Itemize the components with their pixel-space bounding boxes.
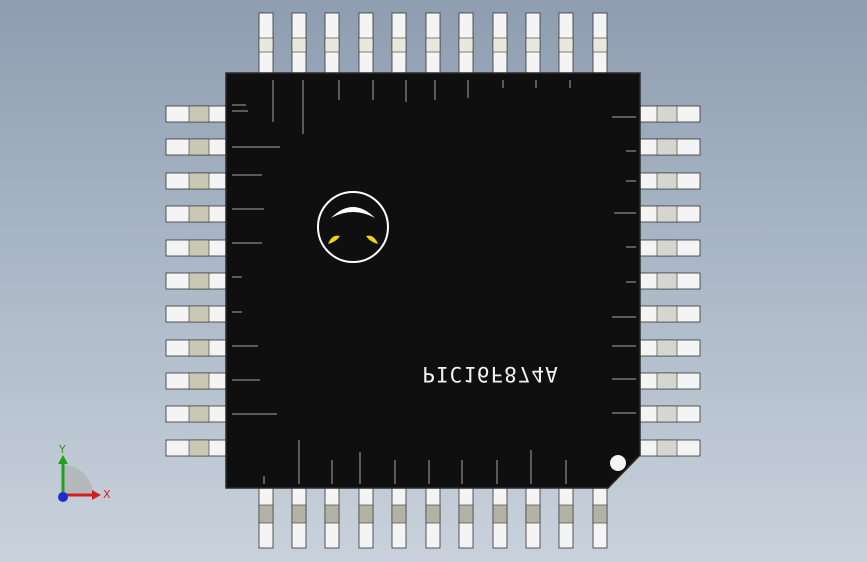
pin <box>358 487 374 549</box>
pin <box>425 487 441 549</box>
body-pin-marks <box>232 80 636 484</box>
pin <box>358 12 374 74</box>
bottom-pins <box>258 487 608 549</box>
pin <box>165 405 227 423</box>
pin1-marker <box>610 455 626 471</box>
pin <box>165 205 227 223</box>
y-axis-arrowhead <box>58 455 68 464</box>
pin <box>324 12 340 74</box>
pin <box>258 12 274 74</box>
pin <box>165 305 227 323</box>
pin <box>492 12 508 74</box>
microchip-logo <box>317 191 389 263</box>
pin <box>592 487 608 549</box>
pin <box>165 172 227 190</box>
pin <box>639 405 701 423</box>
x-axis-label: X <box>103 488 111 501</box>
pin <box>639 172 701 190</box>
pin <box>324 487 340 549</box>
pin <box>165 138 227 156</box>
pin <box>165 339 227 357</box>
pin <box>639 205 701 223</box>
pin <box>639 105 701 123</box>
pin <box>425 12 441 74</box>
y-axis-label: Y <box>58 443 66 456</box>
pin <box>639 439 701 457</box>
pin <box>258 487 274 549</box>
pin <box>391 12 407 74</box>
pin <box>492 487 508 549</box>
pin <box>291 487 307 549</box>
pin <box>291 12 307 74</box>
x-axis-arrowhead <box>92 490 101 500</box>
triad-plane <box>63 465 93 495</box>
top-pins <box>258 12 608 74</box>
pin <box>592 12 608 74</box>
pin <box>558 12 574 74</box>
left-pins <box>165 105 227 457</box>
pin <box>525 487 541 549</box>
pin <box>458 12 474 74</box>
axis-triad: Y X <box>58 443 111 502</box>
pin <box>165 272 227 290</box>
chip-body <box>225 72 641 489</box>
z-axis-dot <box>58 492 68 502</box>
pin <box>639 272 701 290</box>
pin <box>165 105 227 123</box>
pin <box>525 12 541 74</box>
pin <box>391 487 407 549</box>
pin <box>639 239 701 257</box>
part-number-label: PIC16F874A <box>422 362 559 386</box>
pin <box>639 305 701 323</box>
pin <box>639 372 701 390</box>
pin <box>639 138 701 156</box>
pin <box>458 487 474 549</box>
pin <box>165 439 227 457</box>
pin <box>165 372 227 390</box>
right-pins <box>639 105 701 457</box>
pin <box>165 239 227 257</box>
pin <box>558 487 574 549</box>
pin <box>639 339 701 357</box>
